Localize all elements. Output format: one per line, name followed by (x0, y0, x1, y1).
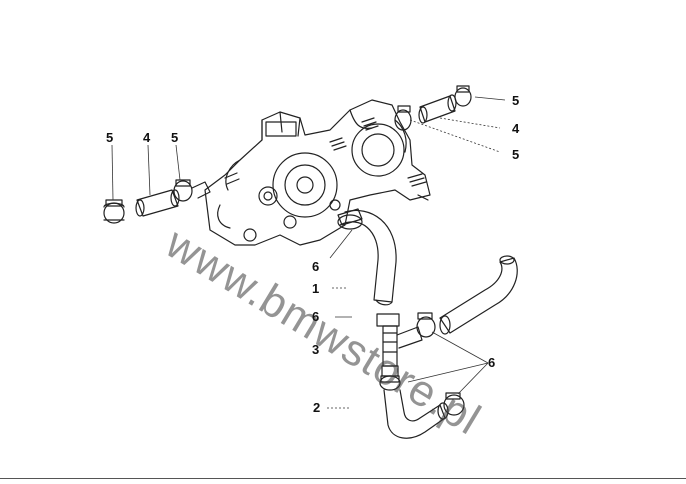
callout-5-right-bottom: 5 (512, 147, 520, 162)
upper-hose (337, 208, 397, 306)
callout-2: 2 (313, 400, 321, 415)
leader-lines (111, 96, 506, 409)
callout-6-right: 6 (488, 355, 496, 370)
callout-4-left: 4 (143, 130, 151, 145)
left-hose-assembly (103, 179, 211, 224)
right-side-hose (416, 255, 518, 338)
lower-hose (379, 375, 465, 439)
right-top-hose-assembly (394, 85, 472, 131)
bottom-divider (0, 478, 686, 479)
callout-1: 1 (312, 281, 320, 296)
callout-5-left-inner: 5 (171, 130, 179, 145)
callout-5-right-top: 5 (512, 93, 520, 108)
pump-housing (204, 99, 431, 246)
callout-3: 3 (312, 342, 320, 357)
callout-6-middle: 6 (312, 309, 320, 324)
t-connector (376, 313, 423, 377)
callout-5-left-outer: 5 (106, 130, 114, 145)
callout-4-right: 4 (512, 121, 520, 136)
callout-6-top: 6 (312, 259, 320, 274)
